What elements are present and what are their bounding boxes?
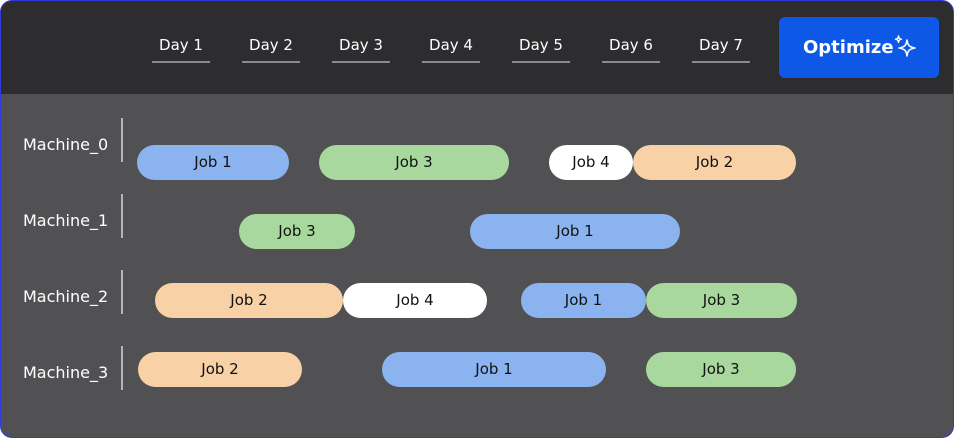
day-column-1: Day 1 [152, 35, 210, 63]
timeline-header: Day 1 Day 2 Day 3 Day 4 Day 5 Day 6 Day … [1, 1, 953, 94]
job-bar[interactable]: Job 2 [633, 145, 796, 180]
job-bar[interactable]: Job 4 [549, 145, 633, 180]
row-divider-2 [121, 270, 123, 314]
row-divider-0 [121, 118, 123, 162]
machine-label-1: Machine_1 [23, 211, 109, 230]
row-divider-1 [121, 194, 123, 238]
job-bar[interactable]: Job 3 [646, 283, 797, 318]
job-bar[interactable]: Job 2 [155, 283, 343, 318]
day-column-2: Day 2 [242, 35, 300, 63]
job-bar[interactable]: Job 1 [382, 352, 606, 387]
job-bar[interactable]: Job 1 [470, 214, 680, 249]
machine-label-2: Machine_2 [23, 287, 109, 306]
job-bar[interactable]: Job 3 [239, 214, 355, 249]
optimize-button[interactable]: Optimize [779, 17, 939, 78]
machine-label-3: Machine_3 [23, 363, 109, 382]
job-bar[interactable]: Job 3 [646, 352, 796, 387]
day-column-3: Day 3 [332, 35, 390, 63]
sparkle-icon [894, 35, 916, 57]
job-bar[interactable]: Job 2 [138, 352, 302, 387]
day-column-7: Day 7 [692, 35, 750, 63]
job-bar[interactable]: Job 1 [137, 145, 289, 180]
job-bar[interactable]: Job 3 [319, 145, 509, 180]
optimize-label: Optimize [803, 37, 894, 58]
day-column-6: Day 6 [602, 35, 660, 63]
day-column-5: Day 5 [512, 35, 570, 63]
job-bar[interactable]: Job 1 [521, 283, 646, 318]
machine-label-0: Machine_0 [23, 135, 109, 154]
day-column-4: Day 4 [422, 35, 480, 63]
job-bar[interactable]: Job 4 [343, 283, 487, 318]
row-divider-3 [121, 346, 123, 390]
